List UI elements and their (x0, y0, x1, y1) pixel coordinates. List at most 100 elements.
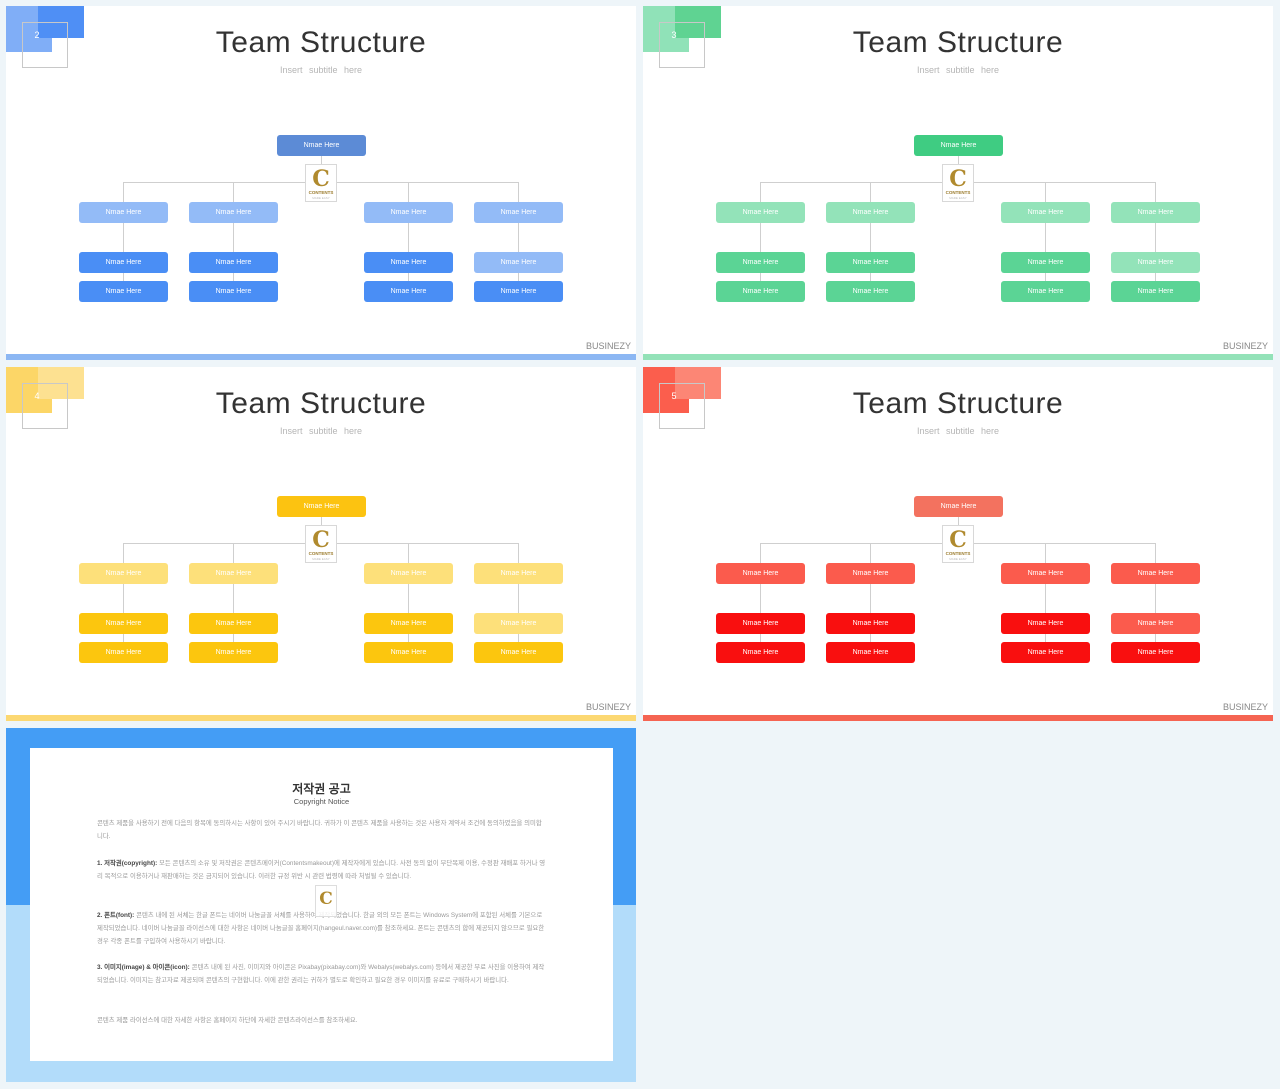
logo-letter: C (949, 527, 967, 553)
connector-line (123, 543, 124, 653)
org-node-level4[interactable]: Nmae Here (364, 642, 453, 663)
org-node-level4[interactable]: Nmae Here (716, 642, 805, 663)
org-node-level3[interactable]: Nmae Here (826, 252, 915, 273)
org-node-level4[interactable]: Nmae Here (1001, 281, 1090, 302)
copyright-item-image: 3. 이미지(image) & 아이콘(icon): 콘텐츠 내에 된 사진, … (97, 962, 547, 988)
org-node-root[interactable]: Nmae Here (914, 135, 1003, 156)
copyright-slide[interactable]: 저작권 공고 Copyright Notice 콘텐츠 제품을 사용하기 전에 … (6, 728, 636, 1082)
decor-outline (22, 383, 68, 429)
org-node-level3[interactable]: Nmae Here (79, 613, 168, 634)
org-node-root[interactable]: Nmae Here (277, 496, 366, 517)
connector-line (870, 182, 871, 292)
org-node-level4[interactable]: Nmae Here (474, 281, 563, 302)
org-node-level2[interactable]: Nmae Here (79, 563, 168, 584)
org-node-level2[interactable]: Nmae Here (79, 202, 168, 223)
slide-number: 4 (34, 391, 40, 401)
org-node-level2[interactable]: Nmae Here (364, 202, 453, 223)
org-node-level2[interactable]: Nmae Here (1111, 202, 1200, 223)
copyright-card: 저작권 공고 Copyright Notice 콘텐츠 제품을 사용하기 전에 … (30, 748, 613, 1061)
brand-label: BUSINEZY (585, 702, 631, 712)
org-node-root[interactable]: Nmae Here (914, 496, 1003, 517)
org-node-root[interactable]: Nmae Here (277, 135, 366, 156)
connector-line (760, 182, 761, 292)
connector-line (233, 543, 234, 653)
org-node-level2[interactable]: Nmae Here (364, 563, 453, 584)
org-node-level3[interactable]: Nmae Here (826, 613, 915, 634)
copyright-item-body: 콘텐츠 내에 된 서체는 한글 폰트는 네이버 나눔글꼴 서체를 사용하여 제작… (97, 912, 545, 945)
org-node-level2[interactable]: Nmae Here (474, 563, 563, 584)
slide-subtitle: Insert subtitle here (279, 65, 363, 75)
org-node-level3[interactable]: Nmae Here (1001, 252, 1090, 273)
logo-tagline: MADE EASY (312, 196, 330, 200)
org-node-level2[interactable]: Nmae Here (1111, 563, 1200, 584)
org-node-level4[interactable]: Nmae Here (364, 281, 453, 302)
slide-title: Team Structure (852, 26, 1064, 59)
brand-label: BUSINEZY (1222, 702, 1268, 712)
org-node-level4[interactable]: Nmae Here (189, 281, 278, 302)
copyright-item-heading: 2. 폰트(font): (97, 912, 135, 919)
org-node-level2[interactable]: Nmae Here (474, 202, 563, 223)
org-node-level3[interactable]: Nmae Here (716, 613, 805, 634)
org-node-level3[interactable]: Nmae Here (474, 613, 563, 634)
org-node-level2[interactable]: Nmae Here (189, 563, 278, 584)
org-node-level3[interactable]: Nmae Here (1111, 252, 1200, 273)
org-node-level4[interactable]: Nmae Here (79, 281, 168, 302)
org-node-level2[interactable]: Nmae Here (826, 202, 915, 223)
org-node-level2[interactable]: Nmae Here (716, 202, 805, 223)
connector-line (870, 543, 871, 653)
org-node-level2[interactable]: Nmae Here (716, 563, 805, 584)
org-node-level2[interactable]: Nmae Here (826, 563, 915, 584)
bottom-accent-bar (6, 715, 636, 721)
slide-subtitle: Insert subtitle here (916, 65, 1000, 75)
org-node-level2[interactable]: Nmae Here (189, 202, 278, 223)
connector-line (1045, 543, 1046, 653)
org-node-level4[interactable]: Nmae Here (474, 642, 563, 663)
org-node-level4[interactable]: Nmae Here (826, 642, 915, 663)
slide-number: 2 (34, 30, 40, 40)
connector-line (408, 543, 409, 653)
logo-letter: C (312, 527, 330, 553)
org-node-level4[interactable]: Nmae Here (1111, 281, 1200, 302)
copyright-item-heading: 1. 저작권(copyright): (97, 860, 158, 867)
copyright-item-body: 콘텐츠 내에 된 사진, 이미지와 아이콘은 Pixabay(pixabay.c… (97, 964, 545, 984)
logo-tagline: MADE EASY (949, 196, 967, 200)
org-node-level3[interactable]: Nmae Here (364, 613, 453, 634)
org-node-level4[interactable]: Nmae Here (1001, 642, 1090, 663)
org-node-level3[interactable]: Nmae Here (474, 252, 563, 273)
slide-subtitle: Insert subtitle here (279, 426, 363, 436)
org-node-level4[interactable]: Nmae Here (826, 281, 915, 302)
decor-outline (659, 22, 705, 68)
copyright-item-heading: 3. 이미지(image) & 아이콘(icon): (97, 964, 190, 971)
logo-tagline: MADE EASY (312, 557, 330, 561)
org-node-level2[interactable]: Nmae Here (1001, 202, 1090, 223)
copyright-subtitle: Copyright Notice (293, 797, 350, 806)
org-node-level3[interactable]: Nmae Here (1001, 613, 1090, 634)
org-node-level4[interactable]: Nmae Here (716, 281, 805, 302)
org-node-level3[interactable]: Nmae Here (189, 613, 278, 634)
org-node-level3[interactable]: Nmae Here (189, 252, 278, 273)
org-node-level3[interactable]: Nmae Here (1111, 613, 1200, 634)
contents-logo: C (315, 885, 337, 917)
copyright-intro: 콘텐츠 제품을 사용하기 전에 다음의 항목에 동의하시는 사항이 있어 주시기… (97, 820, 542, 840)
connector-line (123, 182, 124, 292)
org-node-level4[interactable]: Nmae Here (79, 642, 168, 663)
org-node-level3[interactable]: Nmae Here (716, 252, 805, 273)
slide-number: 3 (671, 30, 677, 40)
org-node-level2[interactable]: Nmae Here (1001, 563, 1090, 584)
org-node-level3[interactable]: Nmae Here (79, 252, 168, 273)
slide-number: 5 (671, 391, 677, 401)
org-node-level4[interactable]: Nmae Here (1111, 642, 1200, 663)
org-node-level4[interactable]: Nmae Here (189, 642, 278, 663)
org-node-level3[interactable]: Nmae Here (364, 252, 453, 273)
logo-name: CONTENTS (945, 551, 971, 556)
connector-line (233, 182, 234, 292)
copyright-title: 저작권 공고 (292, 782, 351, 796)
copyright-item-font: 2. 폰트(font): 콘텐츠 내에 된 서체는 한글 폰트는 네이버 나눔글… (97, 910, 547, 948)
